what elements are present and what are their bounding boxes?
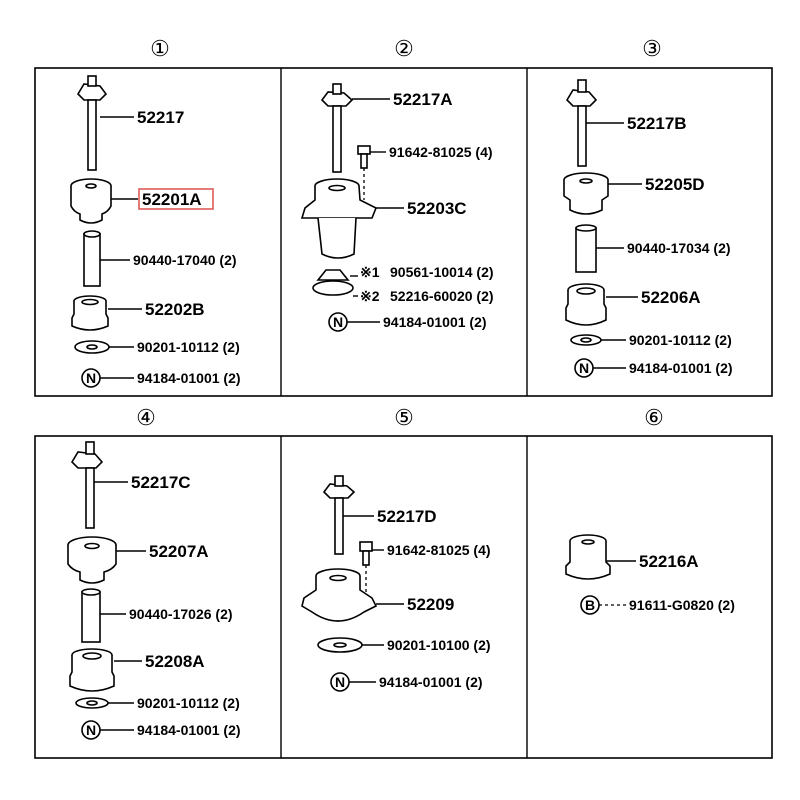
bolt-drawing	[70, 441, 104, 529]
panel-frames	[34, 67, 773, 759]
part-label: 94184-01001 (2)	[137, 722, 241, 738]
part-label: 94184-01001 (2)	[629, 360, 733, 376]
part-label: 90440-17034 (2)	[627, 240, 731, 256]
part-label: 90440-17026 (2)	[129, 606, 233, 622]
washer-drawing	[74, 340, 110, 354]
panel-number-2: ②	[394, 36, 414, 61]
note-mark-2: ※2	[360, 288, 380, 304]
part-label: 90440-17040 (2)	[133, 252, 237, 268]
part-label-highlighted: 52201A	[142, 190, 202, 209]
small-bolt-drawing	[359, 541, 373, 598]
cushion-drawing	[565, 283, 607, 326]
bolt-drawing	[320, 83, 354, 173]
part-label: 52209	[407, 595, 454, 614]
small-bolt-drawing	[357, 145, 371, 200]
part-label: 94184-01001 (2)	[383, 314, 487, 330]
part-label: 52216-60020 (2)	[390, 288, 494, 304]
mount-drawing	[300, 178, 378, 259]
panel-2: 52217A 91642-81025 (4) 52203C ※1 90561-1…	[300, 83, 494, 332]
part-label: 52206A	[641, 288, 701, 307]
cushion-drawing	[71, 295, 109, 331]
cushion-drawing	[563, 172, 609, 215]
cushion-drawing	[67, 536, 117, 584]
bolt-symbol: B	[585, 597, 595, 613]
washer-drawing	[570, 334, 602, 346]
part-label: 52217D	[377, 507, 437, 526]
panel-6: 52216A B 91611-G0820 (2)	[565, 534, 735, 615]
nut-symbol: N	[579, 360, 589, 376]
part-label: 91642-81025 (4)	[387, 542, 491, 558]
part-label: 90561-10014 (2)	[390, 264, 494, 280]
washer-drawing	[317, 637, 363, 653]
bolt-drawing	[76, 75, 108, 171]
collar-drawing	[575, 224, 597, 273]
part-label: 52208A	[145, 652, 205, 671]
part-label: 52205D	[645, 175, 705, 194]
part-label: 90201-10112 (2)	[137, 339, 240, 355]
collar-drawing	[81, 588, 101, 643]
panel-number-1: ①	[150, 36, 170, 61]
part-label: 90201-10112 (2)	[137, 695, 240, 711]
washer-drawing	[75, 697, 109, 709]
part-label: 52202B	[145, 300, 205, 319]
part-label: 91611-G0820 (2)	[629, 597, 735, 613]
panel-number-5: ⑤	[394, 405, 414, 430]
nut-symbol: N	[86, 370, 96, 386]
cushion-drawing	[565, 534, 611, 580]
nut-symbol: N	[335, 674, 345, 690]
part-label: 52217C	[131, 473, 191, 492]
panel-5: 52217D 91642-81025 (4) 52209 90201-10100…	[301, 475, 491, 692]
panel-number-6: ⑥	[644, 405, 664, 430]
part-label: 90201-10112 (2)	[629, 332, 732, 348]
part-label: 52217B	[627, 114, 687, 133]
part-label: 52207A	[149, 542, 209, 561]
nut-symbol: N	[333, 314, 343, 330]
collar-drawing	[83, 230, 101, 287]
panel-4: 52217C 52207A 90440-17026 (2) 52208A 902…	[67, 441, 241, 740]
cushion-drawing	[70, 178, 112, 224]
nut-washer-drawing	[312, 269, 354, 296]
nut-symbol: N	[86, 722, 96, 738]
bolt-drawing	[322, 475, 356, 555]
part-label: 52203C	[407, 199, 467, 218]
part-label: 90201-10100 (2)	[387, 637, 491, 653]
bolt-drawing	[565, 79, 598, 167]
part-label: 52216A	[639, 552, 699, 571]
part-label: 52217	[137, 108, 184, 127]
part-label: 94184-01001 (2)	[379, 674, 483, 690]
panel-1: 52217 52201A 90440-17040 (2) 52202B	[70, 75, 241, 388]
panel-number-3: ③	[642, 36, 662, 61]
part-label: 52217A	[393, 90, 453, 109]
part-label: 91642-81025 (4)	[389, 144, 493, 160]
note-mark-1: ※1	[360, 264, 380, 280]
panel-3: 52217B 52205D 90440-17034 (2) 52206A 902…	[563, 79, 733, 378]
panel-number-4: ④	[136, 405, 156, 430]
part-label: 94184-01001 (2)	[137, 370, 241, 386]
mount-drawing	[301, 568, 378, 622]
cushion-drawing	[69, 648, 115, 692]
